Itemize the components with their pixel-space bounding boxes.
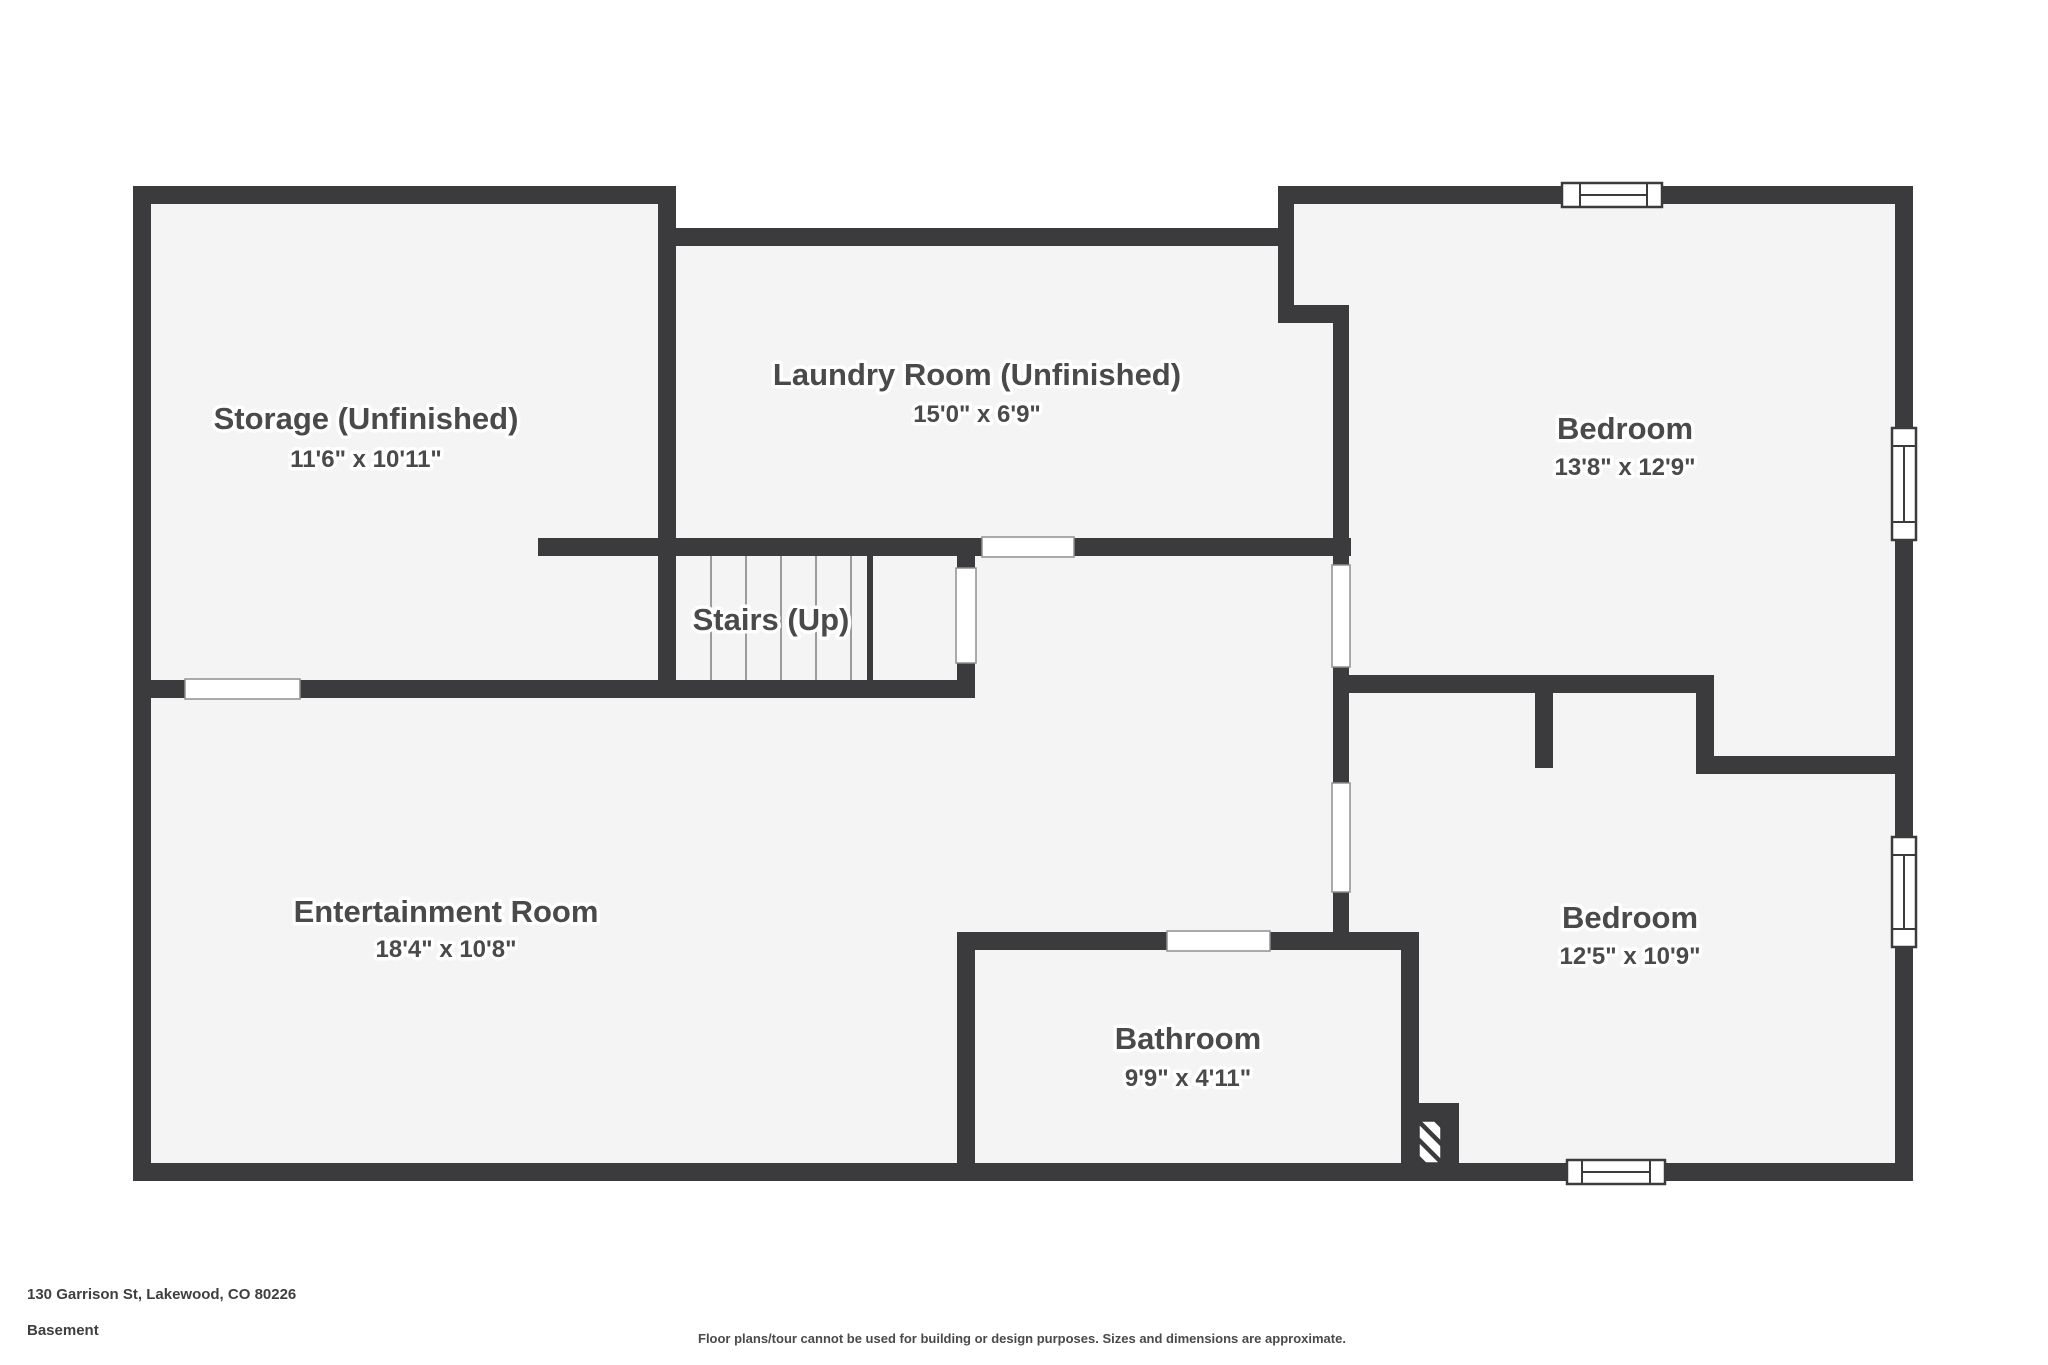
opening-bedroom-top-door xyxy=(1331,564,1351,668)
window-glyph-bottom xyxy=(1565,1158,1667,1186)
opening-storage-bottom xyxy=(184,678,301,700)
entertainment-room-dims: 18'4" x 10'8" xyxy=(376,936,517,963)
window-glyph-right-upper xyxy=(1890,426,1918,542)
opening-bedroom-bottom-door xyxy=(1331,782,1351,893)
exterior-notch xyxy=(676,180,1278,228)
wall-bedroom-left-lower xyxy=(1333,305,1349,565)
wall-bedroom-left-jog xyxy=(1278,305,1349,323)
wall-divider-right-vertical xyxy=(1696,675,1714,774)
laundry-room-dims: 15'0" x 6'9" xyxy=(913,401,1041,428)
opening-stairs-right xyxy=(955,567,977,664)
property-address: 130 Garrison St, Lakewood, CO 80226 xyxy=(27,1286,297,1303)
stairs-label: Stairs (Up) xyxy=(693,602,850,637)
wall-outer-bottom xyxy=(133,1163,1913,1181)
bathroom-dims: 9'9" x 4'11" xyxy=(1125,1065,1251,1092)
wall-stub-left-of-stairs xyxy=(538,538,658,556)
floor-name: Basement xyxy=(27,1322,99,1339)
bedroom-top-dims: 13'8" x 12'9" xyxy=(1555,454,1696,481)
wall-laundry-top xyxy=(658,228,1278,246)
opening-laundry-bottom xyxy=(981,536,1075,558)
window-glyph-top xyxy=(1560,181,1664,209)
laundry-room-label: Laundry Room (Unfinished) xyxy=(773,357,1181,392)
bedroom-bottom-label: Bedroom xyxy=(1562,900,1698,935)
storage-room-label: Storage (Unfinished) xyxy=(214,401,519,436)
bedroom-top-label: Bedroom xyxy=(1557,411,1693,446)
wall-door-right-jamb xyxy=(1441,1103,1459,1181)
bathroom-label: Bathroom xyxy=(1115,1021,1261,1056)
wall-bedroom-left-upper xyxy=(1278,186,1294,323)
window-glyph-right-lower xyxy=(1890,835,1918,949)
storage-room-dims: 11'6" x 10'11" xyxy=(290,446,442,473)
stair-treads-icon xyxy=(710,556,873,680)
wall-bathroom-right xyxy=(1401,932,1419,1181)
wall-bathroom-left xyxy=(957,932,975,1181)
disclaimer-text: Floor plans/tour cannot be used for buil… xyxy=(698,1331,1346,1346)
entertainment-room-label: Entertainment Room xyxy=(294,894,599,929)
wall-outer-right xyxy=(1895,186,1913,1181)
wall-bedroom-divider xyxy=(1333,675,1713,693)
bedroom-bottom-dims: 12'5" x 10'9" xyxy=(1560,943,1701,970)
wall-storage-top xyxy=(133,186,676,204)
wall-divider-stub-down xyxy=(1535,693,1553,768)
wall-storage-right xyxy=(658,186,676,697)
wall-step-horizontal xyxy=(1696,756,1913,774)
wall-storage-bottom xyxy=(133,680,975,698)
hatched-door-icon xyxy=(1418,1120,1442,1164)
opening-bathroom-door xyxy=(1166,930,1271,952)
openings xyxy=(184,536,1351,952)
